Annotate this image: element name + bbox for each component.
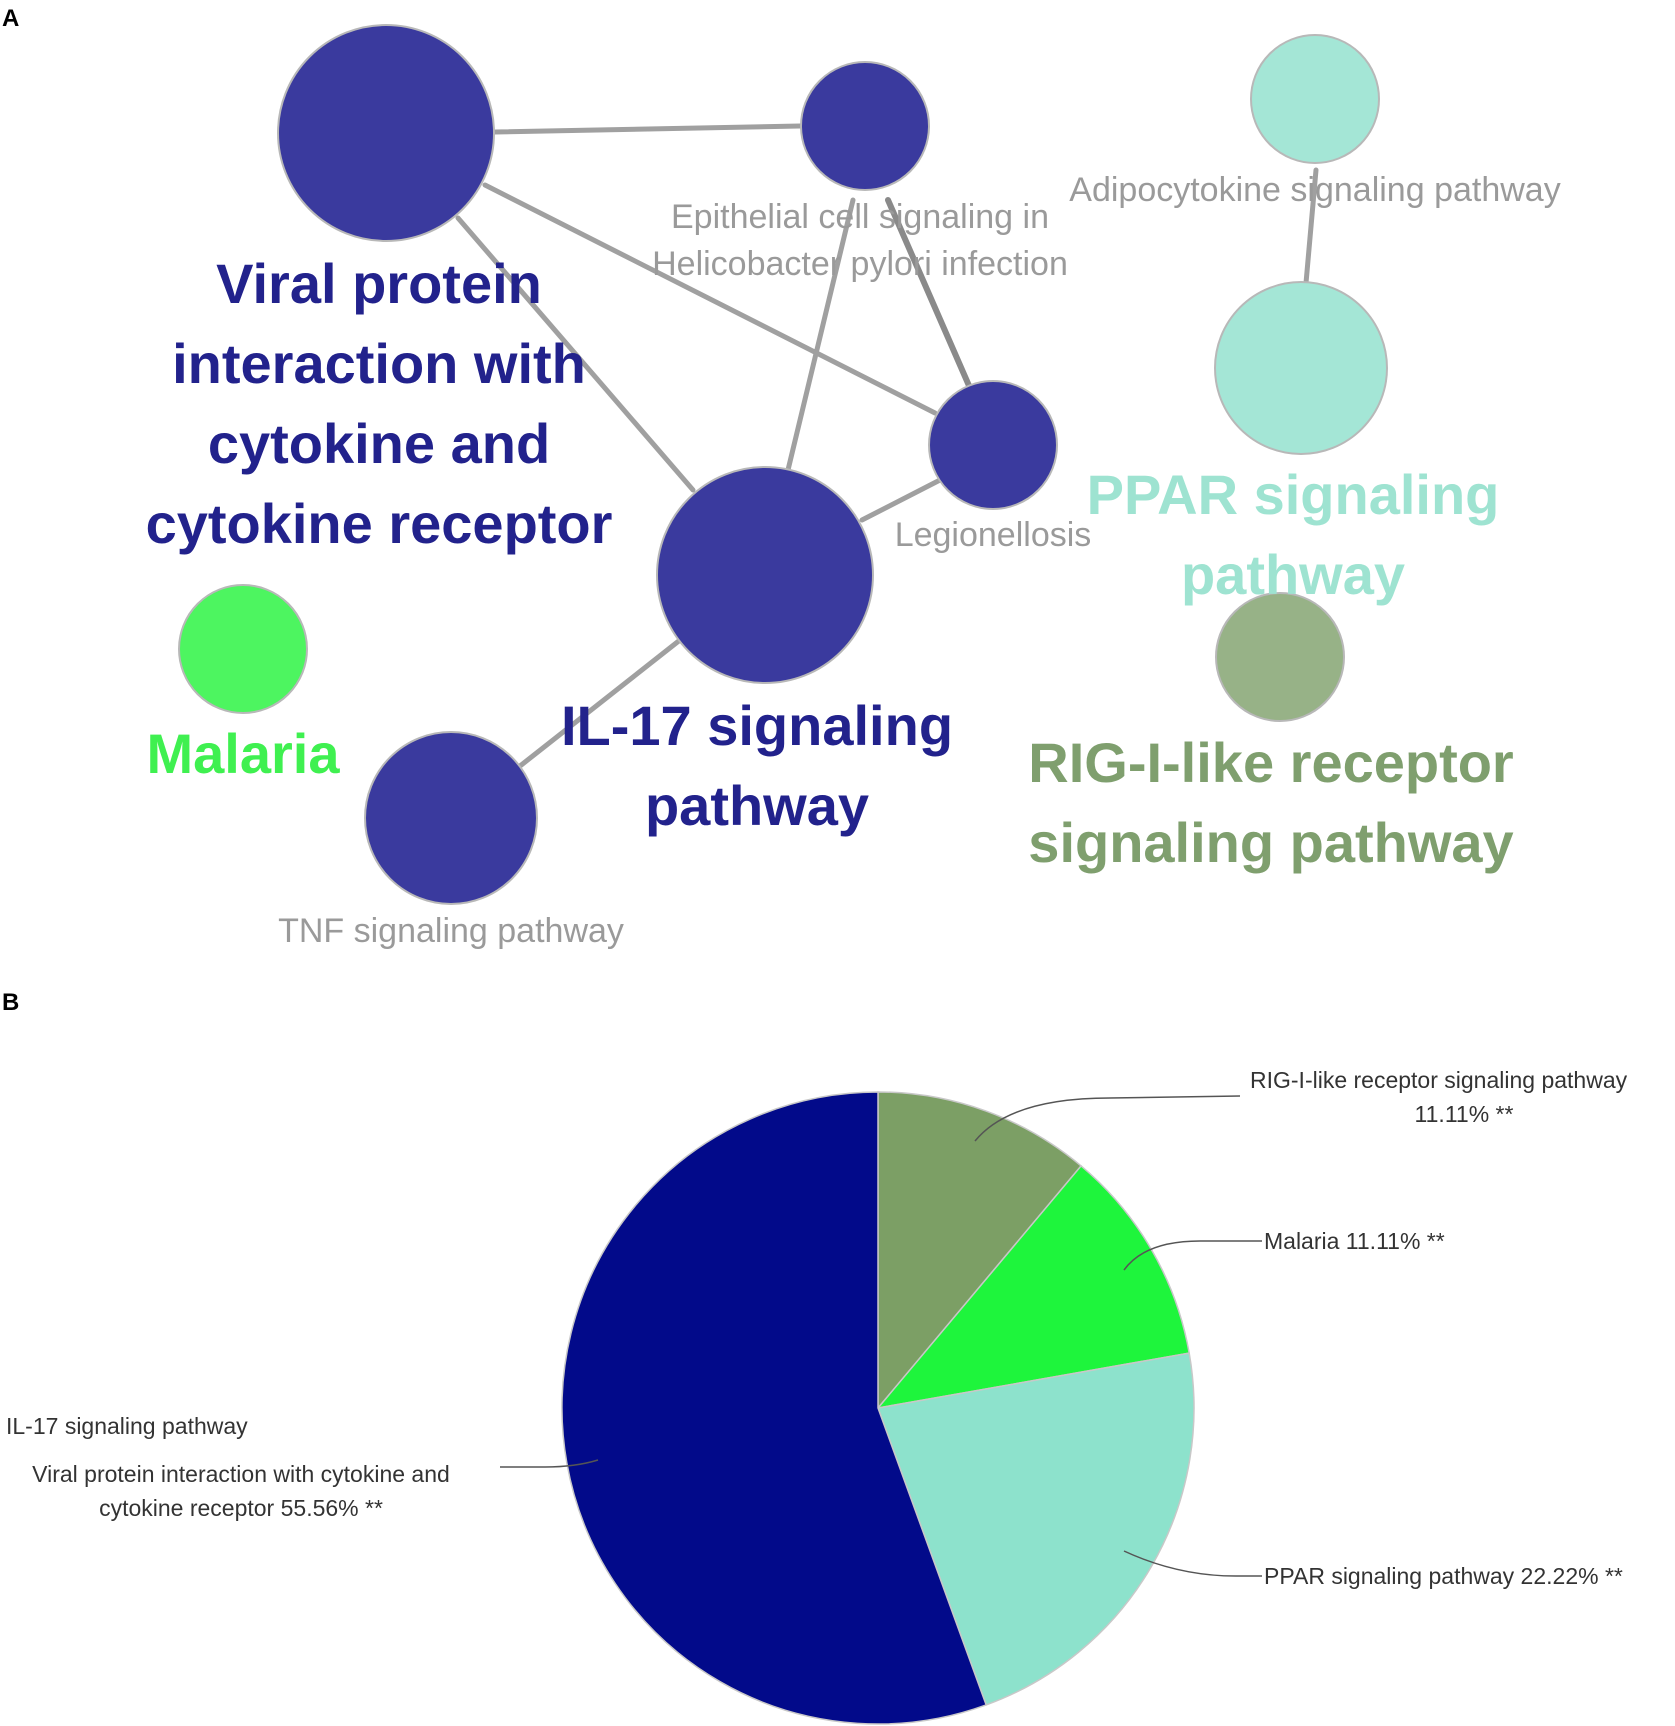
pie-slice-rig: [877, 1091, 1083, 1411]
pie-leader-lines: [500, 1095, 1262, 1577]
pie-chart: [561, 1091, 1195, 1725]
node-legionellosis: [928, 380, 1058, 510]
pie-slice-viral-il17: [561, 1091, 988, 1725]
label-il17-line1: IL-17 signaling: [561, 694, 953, 757]
node-ppar: [1214, 281, 1388, 455]
node-il17: [656, 466, 874, 684]
panel-label-b: B: [2, 989, 19, 1016]
label-viral-line2: interaction with: [172, 332, 586, 395]
panel-label-a: A: [2, 5, 19, 32]
edge-epithelial-legionellosis: [885, 197, 973, 391]
pie-label-viral-line2: Viral protein interaction with cytokine …: [32, 1461, 450, 1487]
label-ppar-line1: PPAR signaling: [1087, 463, 1500, 526]
leader-viral: [500, 1459, 599, 1468]
node-rig: [1215, 592, 1345, 722]
edge-viral-epithelial: [492, 123, 803, 135]
label-legionellosis: Legionellosis: [895, 516, 1092, 554]
edge-il17-tnf: [517, 637, 683, 769]
edge-viral-legionellosis: [482, 182, 938, 416]
label-malaria: Malaria: [147, 722, 341, 785]
label-viral-line1: Viral protein: [216, 252, 542, 315]
node-adipocytokine: [1250, 34, 1380, 164]
network-edges: [455, 123, 1319, 769]
label-rig-line2: signaling pathway: [1028, 811, 1513, 874]
pie-label-malaria: Malaria 11.11% **: [1264, 1228, 1445, 1254]
node-malaria: [178, 584, 308, 714]
pie-slice-malaria: [876, 1164, 1191, 1410]
network-nodes: [178, 24, 1388, 905]
node-epithelial: [800, 61, 930, 191]
label-rig-line1: RIG-I-like receptor: [1028, 731, 1513, 794]
node-tnf: [364, 731, 538, 905]
pie-label-viral-line3: cytokine receptor 55.56% **: [99, 1495, 383, 1521]
pie-label-rig-line2: 11.11% **: [1415, 1101, 1514, 1127]
label-viral-line3: cytokine and: [208, 412, 550, 475]
label-epithelial-line1: Epithelial cell signaling in: [671, 198, 1049, 236]
label-viral-line4: cytokine receptor: [146, 492, 613, 555]
pie-label-ppar: PPAR signaling pathway 22.22% **: [1264, 1563, 1623, 1589]
pie-label-viral-line1: IL-17 signaling pathway: [6, 1413, 248, 1439]
leader-rig: [974, 1095, 1241, 1142]
node-viral-protein: [277, 24, 495, 242]
pie-slice-ppar: [876, 1352, 1195, 1706]
label-tnf: TNF signaling pathway: [278, 912, 624, 950]
label-adipocytokine: Adipocytokine signaling pathway: [1069, 171, 1560, 209]
edge-epithelial-il17: [785, 197, 856, 473]
leader-malaria: [1123, 1240, 1262, 1271]
label-il17-line2: pathway: [645, 774, 869, 837]
edge-il17-legionellosis: [859, 477, 943, 523]
pie-label-rig-line1: RIG-I-like receptor signaling pathway: [1250, 1067, 1628, 1093]
label-ppar-line2: pathway: [1181, 543, 1405, 606]
edge-viral-il17: [455, 215, 696, 493]
pie-labels: RIG-I-like receptor signaling pathway 11…: [6, 1067, 1628, 1589]
label-epithelial-line2: Helicobacter pylori infection: [652, 245, 1068, 283]
network-labels: Epithelial cell signaling in Helicobacte…: [146, 171, 1561, 950]
edge-adipocytokine-ppar: [1303, 167, 1319, 286]
leader-ppar: [1123, 1550, 1262, 1577]
